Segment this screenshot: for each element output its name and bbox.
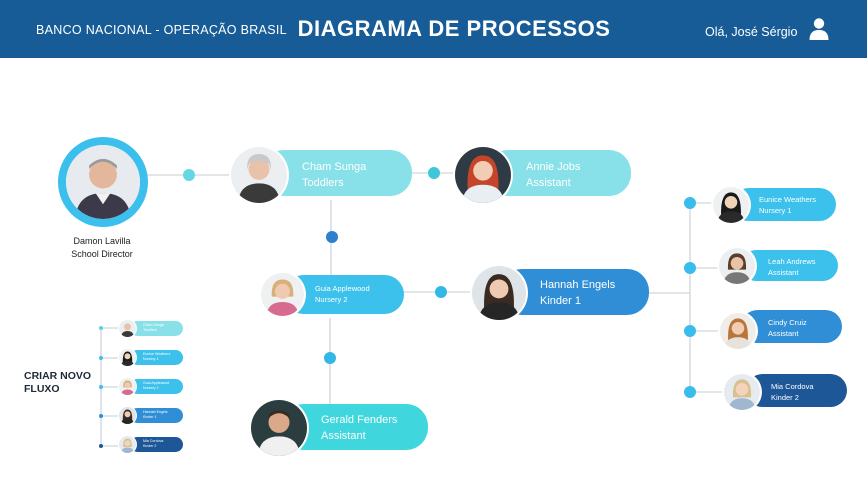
node-pill: Mia Cordova Kinder 2: [746, 374, 847, 407]
node-name: Guia Applewood: [143, 381, 170, 385]
node-pill: Leah Andrews Assistant: [741, 250, 838, 281]
person-photo-icon: [119, 378, 136, 395]
node-avatar: [261, 273, 304, 316]
node-role: Assistant: [526, 177, 571, 189]
node-name: Hannah Engels: [540, 279, 616, 291]
node-name: Cham Sunga: [143, 323, 164, 327]
connector-dot: [324, 352, 336, 364]
node-avatar: [119, 349, 136, 366]
node-avatar: [251, 400, 307, 456]
person-photo-icon: [455, 147, 511, 203]
node-avatar: [719, 248, 755, 284]
person-photo-icon: [231, 147, 287, 203]
node-avatar: [231, 147, 287, 203]
node-role: Kinder 1: [540, 295, 581, 307]
person-photo-icon: [119, 407, 136, 424]
node-role: Kinder 2: [143, 444, 157, 448]
node-pill: Eunice Weathers Nursery 1: [732, 188, 836, 221]
node-role: Kinder 2: [771, 393, 799, 402]
node-avatar: [720, 313, 756, 349]
node-role: Nursery 1: [759, 206, 792, 215]
node-role: Kinder 1: [143, 415, 157, 419]
node-name: Eunice Weathers: [759, 195, 816, 204]
root-role: School Director: [71, 249, 133, 259]
node-role: Nursery 1: [143, 357, 159, 361]
node-pill: Mia Cordova Kinder 2: [130, 437, 183, 452]
node-avatar: [119, 436, 136, 453]
node-avatar: [119, 320, 136, 337]
root-avatar: [66, 145, 140, 219]
header-bar: BANCO NACIONAL - OPERAÇÃO BRASIL DIAGRAM…: [0, 0, 867, 58]
person-photo-icon: [719, 248, 755, 284]
node-role: Toddlers: [143, 328, 157, 332]
node-avatar: [119, 378, 136, 395]
create-flow-button[interactable]: CRIAR NOVO FLUXO: [24, 370, 91, 396]
user-icon[interactable]: [808, 17, 830, 41]
connector-dot: [684, 386, 696, 398]
connector-dot: [99, 356, 103, 360]
node-role: Assistant: [321, 430, 366, 442]
person-photo-icon: [251, 400, 307, 456]
node-name: Gerald Fenders: [321, 414, 398, 426]
node-name: Hannah Engels: [143, 410, 168, 414]
node-pill: Guia Applewood Nursery 2: [284, 275, 404, 314]
person-photo-icon: [261, 273, 304, 316]
person-photo-icon: [119, 436, 136, 453]
connector-dot: [99, 385, 103, 389]
node-avatar: [119, 407, 136, 424]
connector-dot: [684, 325, 696, 337]
root-name: Damon Lavilla: [73, 236, 131, 246]
node-pill: Eunice Weathers Nursery 1: [130, 350, 183, 365]
node-avatar: [713, 187, 749, 223]
node-name: Mia Cordova: [771, 382, 814, 391]
create-flow-line2: FLUXO: [24, 383, 60, 395]
node-avatar: [455, 147, 511, 203]
node-role: Nursery 2: [315, 295, 348, 304]
connector-dot: [435, 286, 447, 298]
connector-dot: [99, 414, 103, 418]
create-flow-line1: CRIAR NOVO: [24, 370, 92, 382]
node-role: Nursery 2: [143, 386, 159, 390]
person-photo-icon: [119, 320, 136, 337]
node-pill: Hannah Engels Kinder 1: [130, 408, 183, 423]
person-photo-icon: [720, 313, 756, 349]
connector-dot: [326, 231, 338, 243]
node-name: Guia Applewood: [315, 284, 370, 293]
node-name: Annie Jobs: [526, 161, 581, 173]
node-role: Assistant: [768, 329, 799, 338]
node-name: Eunice Weathers: [143, 352, 171, 356]
person-photo-icon: [472, 266, 526, 320]
connector-dot: [684, 197, 696, 209]
node-pill: Cindy Cruiz Assistant: [741, 310, 842, 343]
node-role: Toddlers: [302, 177, 344, 189]
node-pill: Cham Sunga Toddlers: [130, 321, 183, 336]
connector-dot: [99, 326, 103, 330]
page-title: DIAGRAMA DE PROCESSOS: [297, 16, 611, 41]
person-photo-icon: [66, 145, 140, 219]
node-name: Cindy Cruiz: [768, 318, 807, 327]
node-avatar: [472, 266, 526, 320]
organization-name: BANCO NACIONAL - OPERAÇÃO BRASIL: [36, 23, 287, 37]
node-pill: Guia Applewood Nursery 2: [130, 379, 183, 394]
connector-dot: [99, 444, 103, 448]
node-pill: Cham Sunga Toddlers: [262, 150, 412, 196]
person-photo-icon: [724, 374, 760, 410]
person-photo-icon: [713, 187, 749, 223]
node-name: Mia Cordova: [143, 439, 164, 443]
node-avatar: [724, 374, 760, 410]
node-name: Leah Andrews: [768, 257, 816, 266]
connector-dot: [684, 262, 696, 274]
user-greeting[interactable]: Olá, José Sérgio: [705, 25, 798, 39]
connector-dot: [183, 169, 195, 181]
node-pill: Hannah Engels Kinder 1: [500, 269, 649, 315]
node-role: Assistant: [768, 268, 799, 277]
connector-dot: [428, 167, 440, 179]
node-name: Cham Sunga: [302, 161, 367, 173]
person-photo-icon: [119, 349, 136, 366]
